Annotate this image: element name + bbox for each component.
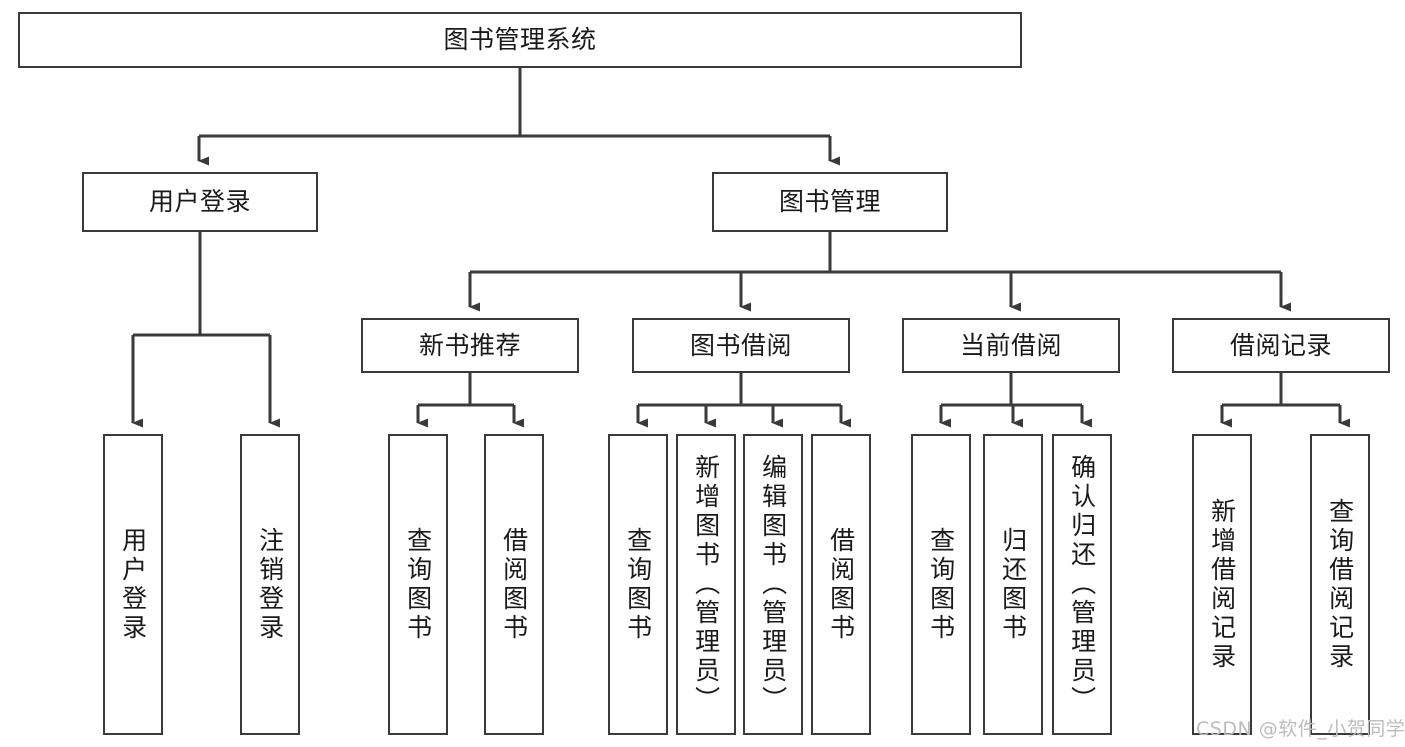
node-leaf-return-book[interactable]: 归还图书 (983, 434, 1043, 735)
node-book-manage[interactable]: 图书管理 (712, 172, 948, 232)
node-label: 查询图书 (403, 526, 433, 643)
node-leaf-query-book-recommend[interactable]: 查询图书 (388, 434, 448, 735)
node-label: 新书推荐 (418, 330, 521, 360)
node-leaf-user-logout[interactable]: 注销登录 (240, 434, 300, 735)
node-label: 当前借阅 (959, 330, 1062, 360)
node-label: 查询图书 (926, 526, 956, 643)
node-label: 查询图书 (623, 526, 653, 643)
node-leaf-query-book-borrow[interactable]: 查询图书 (608, 434, 668, 735)
node-label: 用户登录 (118, 526, 148, 643)
node-label: 新增图书（管理员） (691, 454, 721, 715)
node-leaf-confirm-return-admin[interactable]: 确认归还（管理员） (1052, 434, 1112, 735)
node-current-borrow[interactable]: 当前借阅 (902, 318, 1120, 373)
node-root[interactable]: 图书管理系统 (18, 12, 1022, 68)
node-label: 注销登录 (255, 526, 285, 643)
node-leaf-add-borrow-record[interactable]: 新增借阅记录 (1192, 434, 1252, 735)
node-label: 查询借阅记录 (1325, 497, 1355, 672)
node-borrow-record[interactable]: 借阅记录 (1172, 318, 1390, 373)
node-leaf-query-book-current[interactable]: 查询图书 (911, 434, 971, 735)
node-leaf-borrow-book[interactable]: 借阅图书 (811, 434, 871, 735)
node-label: 图书管理 (778, 187, 881, 217)
node-new-book-recommend[interactable]: 新书推荐 (361, 318, 579, 373)
node-user-login[interactable]: 用户登录 (82, 172, 318, 232)
csdn-watermark: CSDN @软件_小贺同学 (1196, 718, 1405, 740)
node-label: 归还图书 (998, 526, 1028, 643)
node-label: 借阅图书 (499, 526, 529, 643)
node-leaf-query-borrow-record[interactable]: 查询借阅记录 (1310, 434, 1370, 735)
node-leaf-edit-book-admin[interactable]: 编辑图书（管理员） (743, 434, 803, 735)
node-label: 确认归还（管理员） (1067, 454, 1097, 715)
node-leaf-add-book-admin[interactable]: 新增图书（管理员） (676, 434, 736, 735)
node-label: 编辑图书（管理员） (758, 454, 788, 715)
node-label: 图书借阅 (689, 330, 792, 360)
node-book-borrow[interactable]: 图书借阅 (632, 318, 850, 373)
node-label: 用户登录 (148, 187, 251, 217)
node-label: 新增借阅记录 (1207, 497, 1237, 672)
node-leaf-user-login[interactable]: 用户登录 (103, 434, 163, 735)
node-label: 图书管理系统 (443, 25, 597, 55)
node-leaf-borrow-book-recommend[interactable]: 借阅图书 (484, 434, 544, 735)
node-label: 借阅记录 (1229, 330, 1332, 360)
node-label: 借阅图书 (826, 526, 856, 643)
